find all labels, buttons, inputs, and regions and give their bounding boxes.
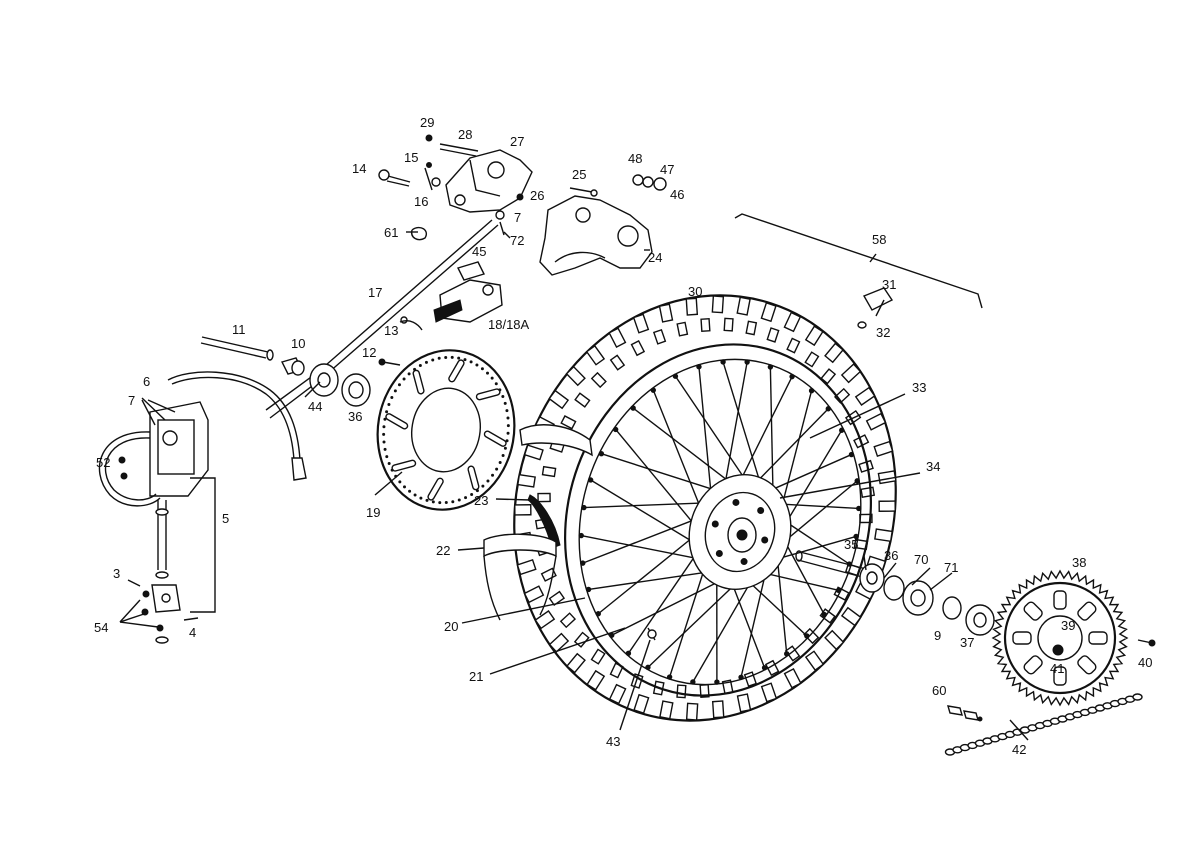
rear-sprocket	[991, 569, 1156, 707]
part-label-32: 32	[876, 325, 890, 340]
part-label-70: 70	[914, 552, 928, 567]
part-label-20: 20	[444, 619, 458, 634]
brake-caliper	[378, 134, 533, 241]
part-label-52: 52	[96, 455, 110, 470]
part-label-28: 28	[458, 127, 472, 142]
part-label-11: 11	[232, 322, 246, 337]
part-label-18-18A: 18/18A	[488, 317, 530, 332]
part-label-34: 34	[926, 459, 940, 474]
part-label-14: 14	[352, 161, 366, 176]
part-label-60: 60	[932, 683, 946, 698]
rim-outer	[564, 343, 872, 697]
part-label-19: 19	[366, 505, 380, 520]
part-label-12: 12	[362, 345, 376, 360]
part-label-36-right: 36	[884, 548, 898, 563]
part-label-47: 47	[660, 162, 674, 177]
spokes	[578, 359, 862, 685]
part-label-25: 25	[572, 167, 586, 182]
part-label-31: 31	[882, 277, 896, 292]
part-label-41: 41	[1050, 661, 1064, 676]
part-label-7-caliper: 7	[514, 210, 521, 225]
part-label-43: 43	[606, 734, 620, 749]
part-label-48: 48	[628, 151, 642, 166]
part-label-5: 5	[222, 511, 229, 526]
axle-and-bearings-left	[200, 336, 401, 407]
part-label-9: 9	[934, 628, 941, 643]
part-label-16: 16	[414, 194, 428, 209]
part-label-58: 58	[872, 232, 886, 247]
part-label-22: 22	[436, 543, 450, 558]
part-label-21: 21	[469, 669, 483, 684]
part-label-23: 23	[474, 493, 488, 508]
master-cylinder	[98, 371, 307, 644]
part-label-45: 45	[472, 244, 486, 259]
part-label-36-left: 36	[348, 409, 362, 424]
drive-chain	[944, 693, 1143, 756]
part-label-7-master: 7	[128, 393, 135, 408]
chain-guide	[734, 213, 983, 329]
part-label-17: 17	[368, 285, 382, 300]
tube-section	[483, 533, 557, 558]
part-label-33: 33	[912, 380, 926, 395]
part-label-13: 13	[384, 323, 398, 338]
part-label-46: 46	[670, 187, 684, 202]
part-label-6: 6	[143, 374, 150, 389]
part-label-39: 39	[1061, 618, 1075, 633]
part-label-30: 30	[688, 284, 702, 299]
part-label-42: 42	[1012, 742, 1026, 757]
part-label-24: 24	[648, 250, 662, 265]
part-labels: 29 28 27 14 15 16 26 7 72 61 25 48 47 46…	[94, 115, 1152, 757]
rear-wheel	[483, 294, 897, 722]
caliper-bracket	[539, 174, 667, 276]
brake-pads	[399, 261, 503, 331]
part-label-61: 61	[384, 225, 398, 240]
part-label-37: 37	[960, 635, 974, 650]
part-label-27: 27	[510, 134, 524, 149]
part-label-38: 38	[1072, 555, 1086, 570]
hub	[688, 474, 792, 590]
part-label-29: 29	[420, 115, 434, 130]
part-label-71: 71	[944, 560, 958, 575]
part-label-10: 10	[291, 336, 305, 351]
tyre-tread	[513, 295, 897, 721]
part-label-40: 40	[1138, 655, 1152, 670]
leader-lines	[119, 231, 1029, 741]
inner-tube-cut	[519, 424, 593, 457]
part-label-15: 15	[404, 150, 418, 165]
part-label-54: 54	[94, 620, 108, 635]
part-label-4: 4	[189, 625, 196, 640]
part-label-72: 72	[510, 233, 524, 248]
part-label-35: 35	[844, 537, 858, 552]
axle-and-bearings-right	[795, 550, 995, 636]
part-label-3: 3	[113, 566, 120, 581]
part-label-44: 44	[308, 399, 322, 414]
brake-disc	[376, 349, 516, 511]
part-label-26: 26	[530, 188, 544, 203]
